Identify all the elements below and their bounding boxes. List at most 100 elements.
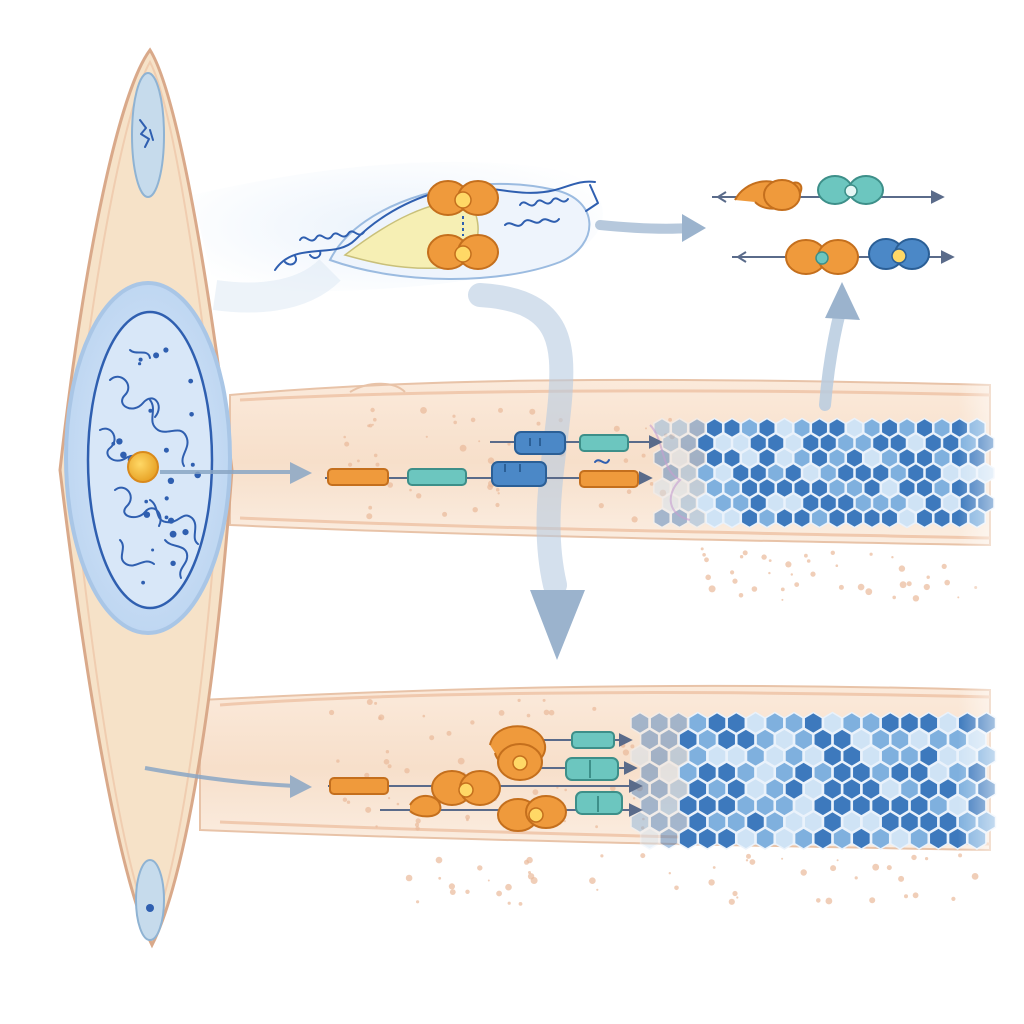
fiber-speck [370,407,375,413]
fiber-speck [385,750,390,754]
fiber-speck [518,902,523,906]
arrow-icon [290,775,312,798]
fiber-speck [564,788,567,792]
fiber-speck [640,853,646,859]
chromatin-dot [120,451,127,459]
lattice-cell [726,744,747,768]
lattice-cell [714,432,733,454]
fiber-speck [375,825,378,828]
fiber-speck [446,730,452,736]
fiber-speck [366,699,373,705]
lattice-cell [740,417,759,439]
fiber-speck [452,414,456,418]
fiber-speck [702,553,706,557]
lattice-cell [731,462,750,484]
fiber-speck [898,875,905,882]
fiber-speck [536,421,541,426]
fiber-speck [387,764,392,769]
lattice-cell [716,728,737,751]
fiber-speck [730,570,735,575]
chromatin-dot [182,529,189,536]
fiber-speck [532,789,539,795]
chromatin-dot [170,560,176,566]
enlarged-complex-callout [192,161,603,292]
fiber-speck [472,507,478,513]
chromatin-dot [141,580,146,585]
fiber-speck [487,879,490,882]
lattice-cell [726,711,747,735]
fiber-speck [600,854,604,858]
fiber-speck [751,586,758,592]
fiber-speck [904,894,908,899]
fiber-speck [613,425,620,432]
fiber-speck [739,555,744,559]
chromatin-dot [164,515,169,520]
fiber-speck [459,444,467,452]
fiber-speck [746,853,751,859]
lattice-cell [659,728,679,751]
fiber-speck [971,873,979,880]
fiber-speck [649,482,654,486]
chromatin-dot [163,347,169,353]
chromatin-dot [168,517,175,524]
lattice-cell [649,744,670,768]
lattice-cell [659,761,679,784]
teal-protein-icon [565,757,619,781]
fiber-speck [496,890,502,897]
fiber-speck [641,453,646,458]
fiber-speck [438,876,442,880]
lattice-cell [687,711,708,735]
fiber-speck [598,503,604,509]
orange-protein-icon [327,468,389,486]
fiber-speck [668,872,671,875]
fiber-speck [357,459,360,463]
lattice-cell [659,827,679,850]
lattice-cell [705,417,724,439]
chromatin-dot [151,548,155,552]
fiber-speck [442,511,448,517]
callout-dimer-bottom [427,234,499,270]
fiber-speck [329,709,335,716]
fiber-speck [365,806,372,813]
fiber-speck [749,859,756,865]
fiber-speck [589,877,596,884]
lattice-cell [630,711,650,735]
chromatin-dot [190,462,195,467]
fiber-speck [529,408,536,415]
fiber-speck [457,757,465,765]
fiber-speck [487,457,495,464]
lattice-cell [668,744,689,768]
lattice-cell [649,711,670,735]
callout-dimer-top [427,180,499,216]
lattice-cell [639,827,660,850]
lattice-cell [731,432,750,454]
fiber-speck [674,885,679,891]
lattice-cell [740,477,759,499]
fiber-speck [736,896,739,899]
top-vesicle [131,72,165,198]
arrow-icon [682,214,706,242]
fiber-speck [470,417,476,423]
fiber-speck [371,423,374,426]
lattice-cell [726,777,747,801]
fiber-speck [854,876,858,880]
lattice-cell [696,492,715,514]
lattice-cell [736,728,756,751]
lattice-cell [687,744,708,768]
lattice-cell [697,827,718,850]
lattice-cell [668,810,689,834]
flow-arrows [144,214,860,798]
lattice-cell [639,728,660,751]
lattice-cell [678,794,698,817]
lattice-cell [716,794,737,817]
lattice-cell [670,447,689,469]
arrow-icon [290,462,312,484]
fiber-speck [712,866,716,869]
fiber-speck [368,505,373,510]
fiber-speck [592,706,597,711]
orange-protein-icon [329,777,389,795]
lattice-cell [697,761,718,784]
lattice-cell [687,810,708,834]
lattice-cell [670,417,689,439]
